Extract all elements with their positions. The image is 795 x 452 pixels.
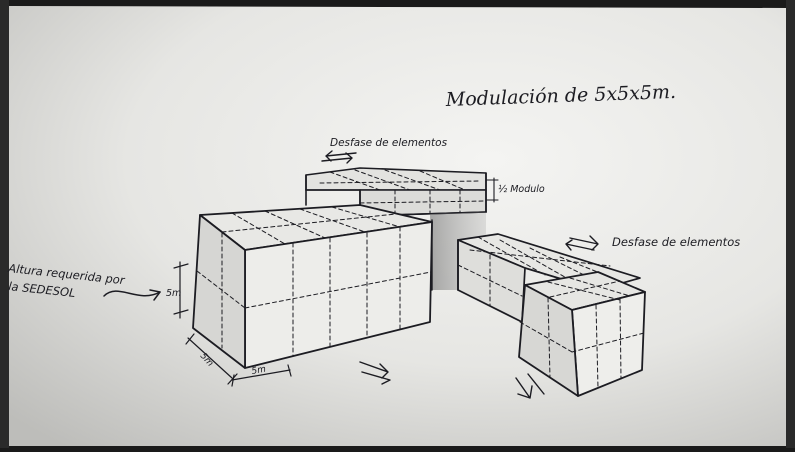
- front-right-cube: [518, 271, 646, 397]
- dimension-label-width: 5m: [251, 365, 267, 377]
- annotation-desfase-top: Desfase de elementos: [330, 137, 448, 149]
- double-arrow-icon: [321, 150, 357, 164]
- double-arrow-icon: [565, 235, 599, 251]
- drawing: [103, 150, 646, 399]
- half-module-marker: [485, 177, 499, 203]
- dimension-label-height: 5m: [166, 288, 181, 299]
- annotation-half-module: ½ Modulo: [498, 184, 545, 195]
- right-frame-edge: [786, 0, 795, 448]
- dimension-lines: [173, 261, 292, 387]
- curved-arrow-icon: [103, 289, 161, 301]
- main-block: [192, 204, 433, 369]
- left-frame-edge: [0, 0, 9, 448]
- double-arrow-icon: [515, 373, 545, 399]
- double-arrow-icon: [359, 361, 391, 385]
- annotation-desfase-right: Desfase de elementos: [612, 235, 740, 249]
